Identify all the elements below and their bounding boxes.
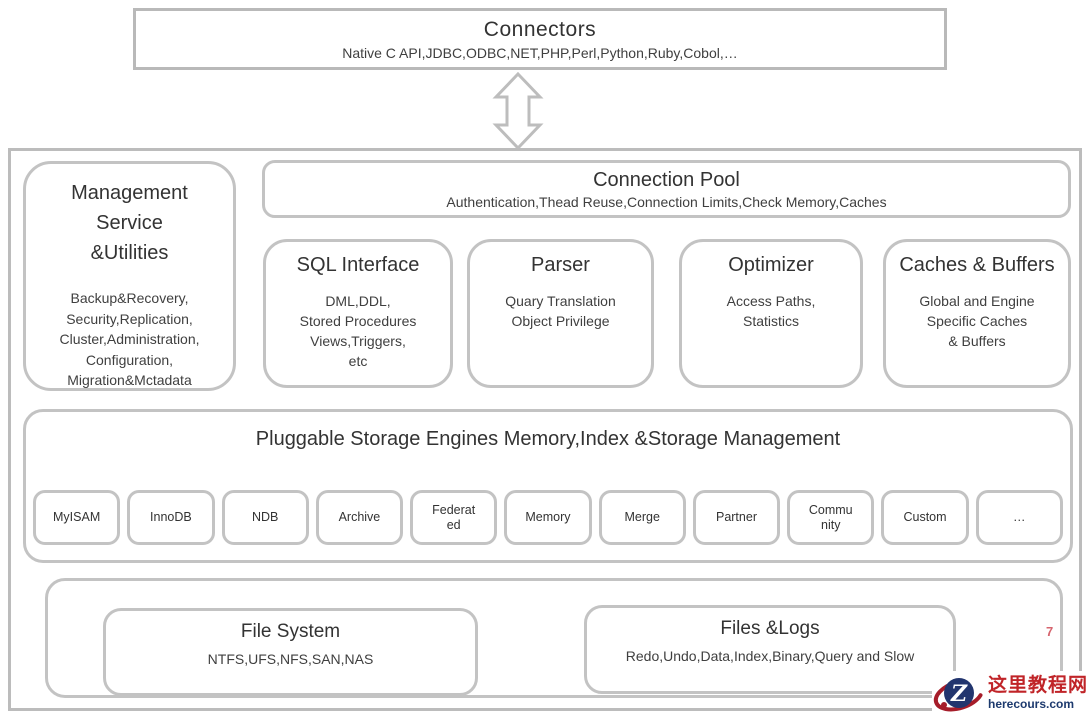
parser-title: Parser xyxy=(531,254,590,276)
engine-community: Commu nity xyxy=(787,490,875,545)
connectors-title: Connectors xyxy=(483,17,597,41)
watermark: Z 这里教程网 herecours.com xyxy=(932,671,1090,717)
storage-engines-title: Pluggable Storage Engines Memory,Index &… xyxy=(255,428,841,450)
file-system-box: File System NTFS,UFS,NFS,SAN,NAS xyxy=(103,608,478,696)
caches-buffers-box: Caches & Buffers Global and Engine Speci… xyxy=(883,239,1071,388)
double-arrow-icon xyxy=(490,71,546,151)
engine-memory: Memory xyxy=(504,490,592,545)
file-layer-box: File System NTFS,UFS,NFS,SAN,NAS Files &… xyxy=(45,578,1063,698)
optimizer-box: Optimizer Access Paths, Statistics xyxy=(679,239,863,388)
engine-myisam: MyISAM xyxy=(33,490,121,545)
sql-interface-body: DML,DDL, Stored Procedures Views,Trigger… xyxy=(299,293,417,369)
engine-row: MyISAM InnoDB NDB Archive Federat ed Mem… xyxy=(33,490,1063,545)
files-logs-box: Files &Logs Redo,Undo,Data,Index,Binary,… xyxy=(584,605,956,694)
parser-box: Parser Quary Translation Object Privileg… xyxy=(467,239,654,388)
engine-merge: Merge xyxy=(598,490,686,545)
engine-innodb: InnoDB xyxy=(127,490,215,545)
files-logs-title: Files &Logs xyxy=(720,618,820,639)
caches-buffers-title: Caches & Buffers xyxy=(899,254,1055,276)
engine-custom: Custom xyxy=(881,490,969,545)
sql-interface-title: SQL Interface xyxy=(296,254,420,276)
connection-pool-title: Connection Pool xyxy=(593,168,740,191)
storage-engines-box: Pluggable Storage Engines Memory,Index &… xyxy=(23,409,1073,563)
watermark-logo-icon: Z xyxy=(933,678,985,712)
management-body: Backup&Recovery, Security,Replication, C… xyxy=(59,290,200,388)
files-logs-subtitle: Redo,Undo,Data,Index,Binary,Query and Sl… xyxy=(625,648,915,664)
connection-pool-subtitle: Authentication,Thead Reuse,Connection Li… xyxy=(446,193,887,210)
management-title: Management Service &Utilities xyxy=(71,182,188,264)
connectors-subtitle: Native C API,JDBC,ODBC,NET,PHP,Perl,Pyth… xyxy=(342,44,738,61)
management-services-box: Management Service &Utilities Backup&Rec… xyxy=(23,161,236,391)
optimizer-title: Optimizer xyxy=(728,254,814,276)
watermark-site-url: herecours.com xyxy=(988,697,1075,712)
optimizer-body: Access Paths, Statistics xyxy=(726,293,816,329)
connectors-box: Connectors Native C API,JDBC,ODBC,NET,PH… xyxy=(133,8,947,70)
connection-pool-box: Connection Pool Authentication,Thead Reu… xyxy=(262,160,1071,218)
engine-partner: Partner xyxy=(692,490,781,545)
watermark-site-name: 这里教程网 xyxy=(988,675,1089,697)
file-system-title: File System xyxy=(240,621,341,642)
caches-buffers-body: Global and Engine Specific Caches & Buff… xyxy=(919,293,1035,349)
sql-interface-box: SQL Interface DML,DDL, Stored Procedures… xyxy=(263,239,453,388)
engine-ndb: NDB xyxy=(221,490,309,545)
engine-federated: Federat ed xyxy=(410,490,498,545)
svg-text:Z: Z xyxy=(950,681,968,707)
mysql-server-box: Management Service &Utilities Backup&Rec… xyxy=(8,148,1082,711)
parser-body: Quary Translation Object Privilege xyxy=(505,293,616,329)
file-system-subtitle: NTFS,UFS,NFS,SAN,NAS xyxy=(207,651,374,667)
stray-red-mark: 7 xyxy=(1046,624,1054,639)
engine-archive: Archive xyxy=(315,490,404,545)
engine-ellipsis: … xyxy=(975,490,1063,545)
